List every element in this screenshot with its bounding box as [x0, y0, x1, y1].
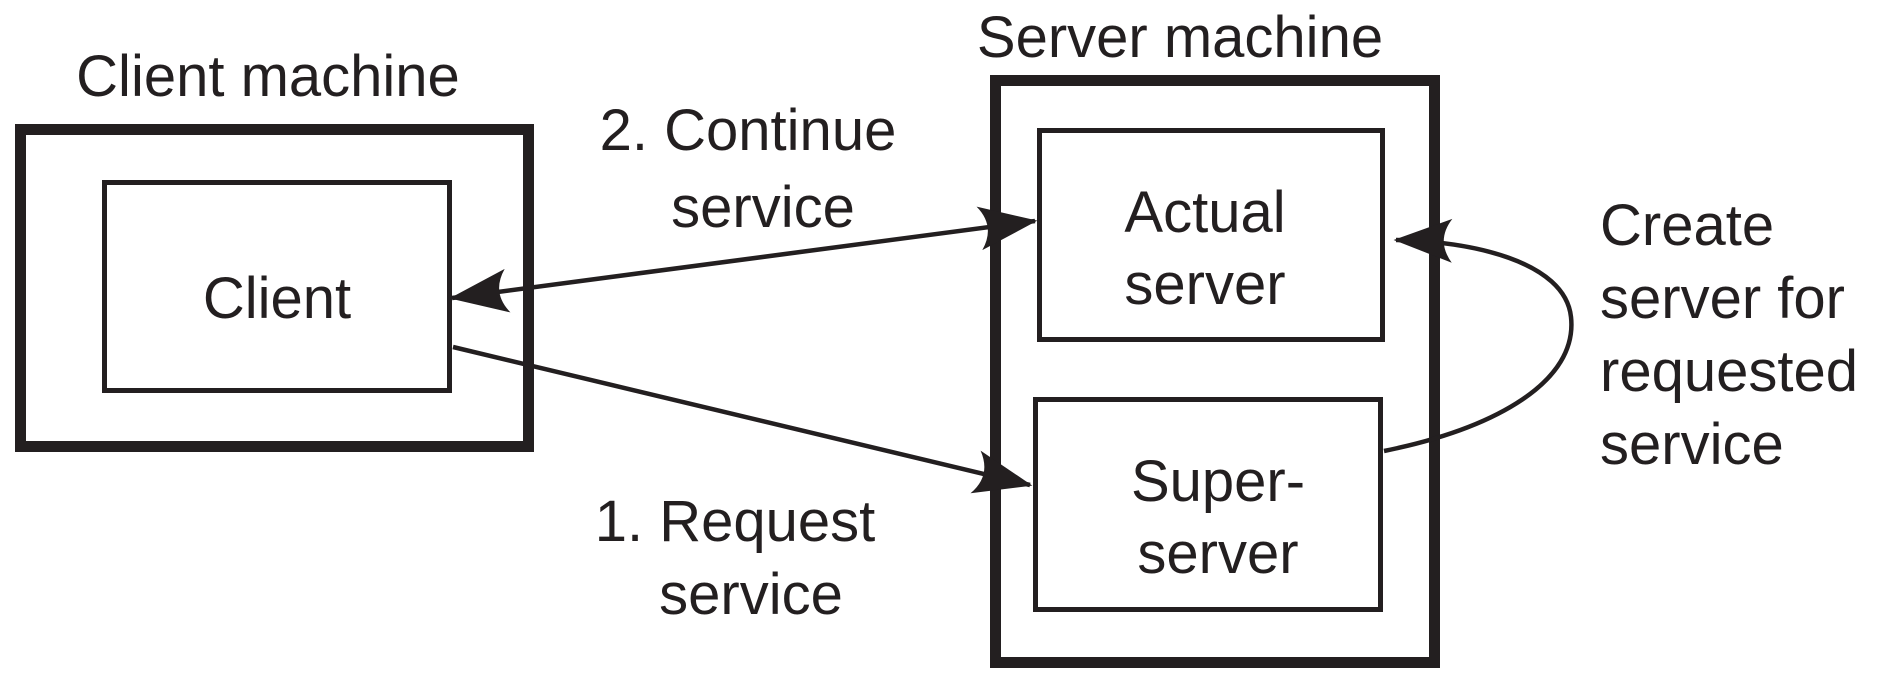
actual-server-label-line2: server [1124, 252, 1285, 317]
server-machine-box [990, 75, 1440, 668]
client-machine-title: Client machine [76, 44, 460, 109]
continue-service-label-line2: service [671, 175, 855, 240]
create-server-label-line4: service [1600, 412, 1784, 477]
request-service-label-line1: 1. Request [595, 489, 876, 554]
actual-server-box [1037, 128, 1385, 342]
super-server-label-line2: server [1137, 521, 1298, 586]
continue-service-label-line1: 2. Continue [600, 98, 897, 163]
client-box [102, 180, 452, 393]
super-server-box [1033, 397, 1383, 612]
server-machine-title: Server machine [977, 5, 1383, 70]
actual-server-label-line1: Actual [1124, 180, 1285, 245]
create-server-label-line1: Create [1600, 193, 1774, 258]
create-server-loop-arrow [1383, 218, 1574, 454]
request-service-arrow [452, 344, 1033, 494]
create-server-label-line2: server for [1600, 266, 1845, 331]
client-label: Client [203, 266, 351, 331]
create-server-label-line3: requested [1600, 339, 1858, 404]
request-service-label-line2: service [659, 562, 843, 627]
super-server-label-line1: Super- [1131, 449, 1305, 514]
continue-service-arrow [449, 206, 1038, 313]
